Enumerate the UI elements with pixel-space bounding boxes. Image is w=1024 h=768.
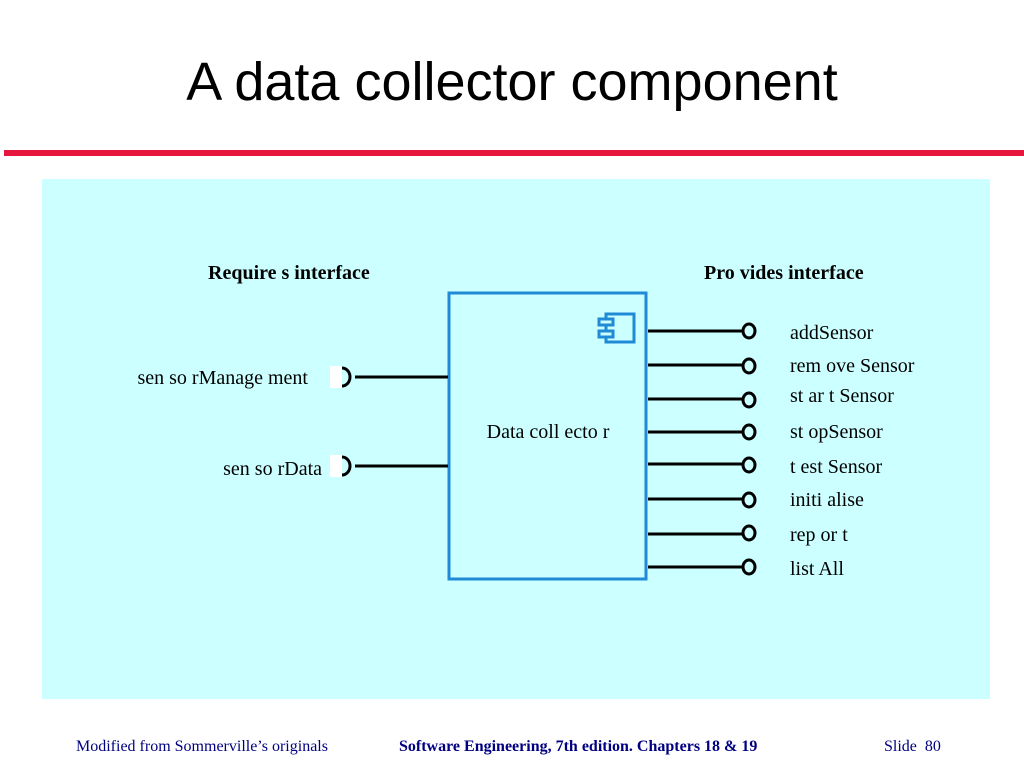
footer-slide-number: Slide 80 bbox=[884, 738, 941, 756]
socket-icon bbox=[341, 366, 352, 388]
lollipop-icon bbox=[741, 391, 757, 409]
provided-interface-label: rem ove Sensor bbox=[790, 355, 915, 377]
component-label: Data coll ecto r bbox=[487, 421, 610, 443]
required-interface-sensor-management: sen so rManage ment bbox=[137, 366, 448, 389]
required-interface-label: sen so rData bbox=[223, 458, 322, 480]
title-rule bbox=[4, 150, 1024, 156]
provided-interface-0: addSensor bbox=[648, 322, 874, 344]
provided-interface-label: rep or t bbox=[790, 524, 848, 546]
provided-interface-2: st ar t Sensor bbox=[648, 385, 894, 409]
provided-interface-label: st ar t Sensor bbox=[790, 385, 894, 407]
component-diagram: Require s interface Pro vides interface … bbox=[137, 262, 915, 581]
provides-interface-heading: Pro vides interface bbox=[704, 262, 864, 284]
provided-interface-4: t est Sensor bbox=[648, 456, 883, 478]
provided-interface-5: initi alise bbox=[648, 489, 864, 511]
lollipop-icon bbox=[741, 524, 757, 542]
lollipop-icon bbox=[741, 558, 757, 576]
provided-interface-1: rem ove Sensor bbox=[648, 355, 915, 377]
lollipop-icon bbox=[741, 423, 757, 441]
provided-interface-label: st opSensor bbox=[790, 421, 883, 443]
lollipop-icon bbox=[741, 322, 757, 340]
required-interface-sensor-data: sen so rData bbox=[223, 455, 448, 480]
socket-background bbox=[330, 366, 342, 388]
footer-book-title: Software Engineering, 7th edition. Chapt… bbox=[399, 738, 758, 755]
lollipop-icon bbox=[741, 357, 757, 375]
slide-label: Slide bbox=[884, 738, 917, 755]
provided-interface-6: rep or t bbox=[648, 524, 848, 546]
footer-attribution: Modified from Sommerville’s originals bbox=[76, 738, 328, 755]
socket-background bbox=[330, 455, 342, 477]
lollipop-icon bbox=[741, 456, 757, 474]
required-interface-label: sen so rManage ment bbox=[137, 367, 308, 389]
provided-interface-3: st opSensor bbox=[648, 421, 883, 443]
diagram-panel: Require s interface Pro vides interface … bbox=[42, 179, 990, 699]
provided-interface-7: list All bbox=[648, 558, 844, 580]
socket-icon bbox=[341, 455, 352, 477]
slide-number: 80 bbox=[924, 738, 941, 755]
provided-interface-label: list All bbox=[790, 558, 844, 580]
lollipop-icon bbox=[741, 491, 757, 509]
data-collector-component bbox=[447, 291, 648, 581]
requires-interface-heading: Require s interface bbox=[208, 262, 370, 284]
slide-title: A data collector component bbox=[186, 52, 838, 112]
provided-interface-label: initi alise bbox=[790, 489, 864, 511]
component-icon bbox=[597, 312, 636, 344]
provided-interface-label: addSensor bbox=[790, 322, 874, 344]
provided-interface-label: t est Sensor bbox=[790, 456, 883, 478]
